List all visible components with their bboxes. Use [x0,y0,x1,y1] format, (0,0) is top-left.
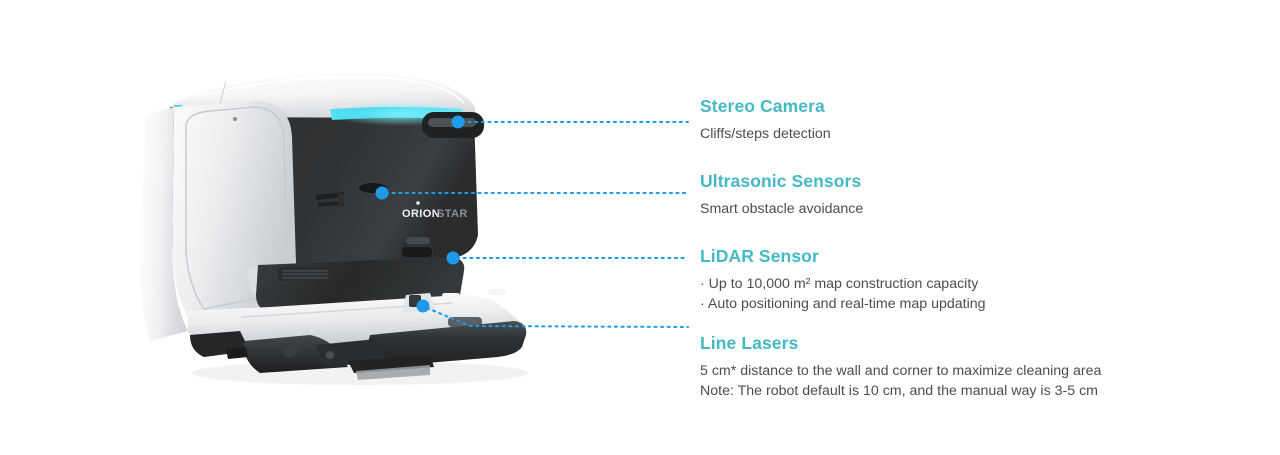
chassis-pivot [283,344,297,358]
lid-highlight [195,75,465,104]
robot-illustration: ORION STAR [130,55,580,390]
callout-title-lidar-sensor: LiDAR Sensor [700,245,819,266]
stereo-camera-lens-bar [428,118,476,127]
brand-text-star: STAR [437,208,468,220]
brand-logo: ORION STAR [402,201,468,220]
callout-lidar-sensor: LiDAR Sensor · Up to 10,000 m² map const… [700,246,1220,315]
callout-stereo-camera: Stereo Camera Cliffs/steps detection [700,96,1220,144]
brand-star-dot [416,201,420,205]
deck-slot-right [488,289,506,295]
lidar-turret [400,237,434,265]
ultrasonic-sensor-port [359,183,387,193]
robot-svg: ORION STAR [139,72,528,385]
callout-ultrasonic-sensors: Ultrasonic Sensors Smart obstacle avoida… [700,171,1220,219]
callout-list: Stereo Camera Cliffs/steps detection Ult… [700,96,1220,402]
callout-line-line-lasers-1: 5 cm* distance to the wall and corner to… [700,362,1102,379]
line-laser-window [409,295,421,307]
lidar-turret-cap [406,237,430,244]
body-port [338,193,344,207]
callout-line-lasers: Line Lasers 5 cm* distance to the wall a… [700,333,1220,402]
callout-title-ultrasonic-sensors: Ultrasonic Sensors [700,171,862,192]
squeegee-bar [366,321,527,367]
deck-slot-left [442,293,460,299]
callout-line-ultrasonic-sensors-1: Smart obstacle avoidance [700,201,864,218]
caster-bracket [226,347,248,359]
brush-bristles [356,365,430,380]
callout-line-line-lasers-2: Note: The robot default is 10 cm, and th… [700,383,1098,400]
lidar-turret-window [402,247,432,257]
chassis-assembly [190,331,434,380]
chassis-bolt [326,351,334,359]
callout-line-lidar-sensor-1: · Up to 10,000 m² map construction capac… [700,275,979,292]
side-panel-screw [233,117,237,121]
body-vent-slot-upper [316,192,344,200]
robot-side-outer [139,107,188,341]
line-laser-emitter [402,293,436,313]
callout-line-stereo-camera-1: Cliffs/steps detection [700,125,831,142]
brand-text-orion: ORION [402,208,440,220]
callout-line-lidar-sensor-2: · Auto positioning and real-time map upd… [700,296,986,313]
callout-title-line-lasers: Line Lasers [700,333,799,353]
grille [278,267,332,281]
side-panel-seam [185,106,288,310]
callout-title-stereo-camera: Stereo Camera [700,96,825,116]
body-vent-slot-lower [318,201,340,207]
